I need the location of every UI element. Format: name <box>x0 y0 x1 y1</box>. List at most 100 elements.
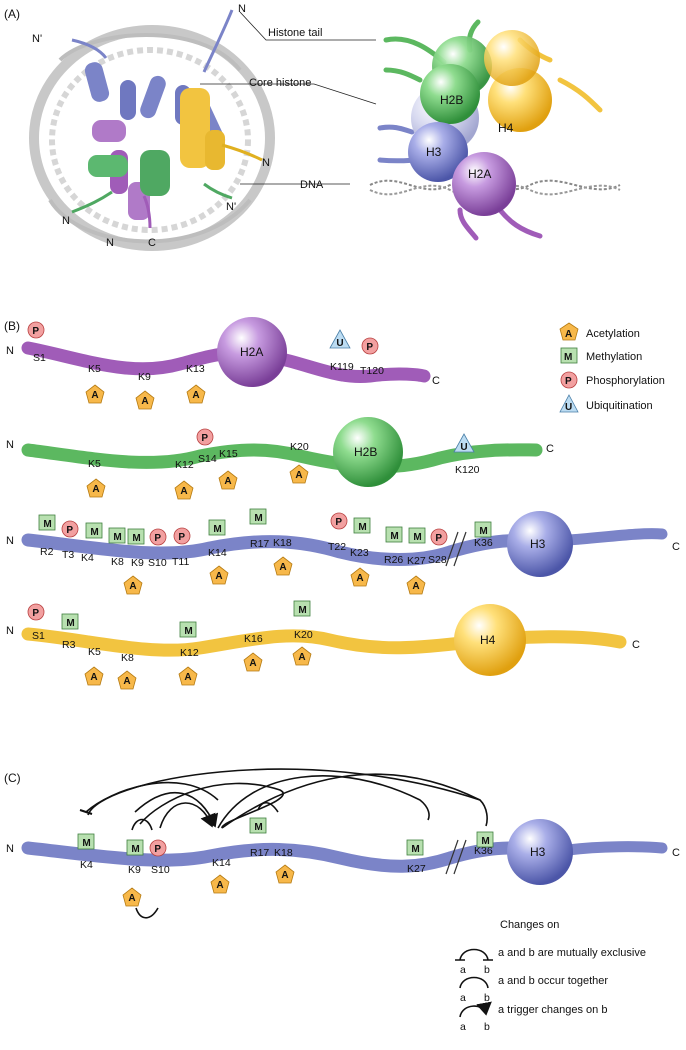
acetylation-icon: A <box>275 864 295 884</box>
legend-trigger-icon <box>459 1001 492 1018</box>
phosphorylation-icon: P <box>173 527 191 545</box>
cluster-label-h2b: H2B <box>440 93 463 107</box>
residue-label: T11 <box>172 556 189 568</box>
residue-label: K12 <box>180 647 199 659</box>
h3-core-ball <box>507 819 573 885</box>
methylation-icon: M <box>208 519 226 536</box>
methylation-icon: M <box>385 526 403 543</box>
methylation-icon: M <box>474 521 492 538</box>
modification-symbol: M <box>358 522 366 533</box>
modification-symbol: A <box>224 476 231 487</box>
methylation-icon: M <box>38 514 56 531</box>
cluster-label-h2a: H2A <box>468 167 491 181</box>
legend-label-acetylation: Acetylation <box>586 328 640 340</box>
residue-label: K20 <box>290 441 309 453</box>
terminus-label: N <box>262 157 270 169</box>
residue-label: K27 <box>407 555 426 567</box>
modification-symbol: A <box>90 672 97 683</box>
ubiquitination-icon: U <box>453 433 475 453</box>
modification-symbol: M <box>411 844 419 855</box>
residue-label: S10 <box>151 864 170 876</box>
legend-label-phosphorylation: Phosphorylation <box>586 375 665 387</box>
phosphorylation-icon: P <box>149 839 167 857</box>
h2a-name: H2A <box>240 345 263 359</box>
residue-label: R26 <box>384 554 403 566</box>
residue-label: K9 <box>138 371 151 383</box>
methylation-icon: M <box>61 613 79 630</box>
legend-item-label: a and b are mutually exclusive <box>498 947 646 959</box>
phosphorylation-icon: P <box>196 428 214 446</box>
acetylation-icon: A <box>122 887 142 907</box>
h4-n-terminus: N <box>6 625 14 637</box>
residue-label: K4 <box>80 859 93 871</box>
acetylation-icon: A <box>84 666 104 686</box>
callout-lines <box>200 11 377 185</box>
h2a-c-terminus: C <box>432 375 440 387</box>
terminus-label: N <box>106 237 114 249</box>
histone-h4-tail <box>21 604 627 676</box>
panel-b-label: (B) <box>4 319 20 333</box>
residue-label: R2 <box>40 546 54 558</box>
legend-label-ubiquitination: Ubiquitination <box>586 400 653 412</box>
legend-symbol: A <box>565 329 572 340</box>
acetylation-icon: A <box>218 470 238 490</box>
modification-symbol: M <box>113 532 121 543</box>
h3-name: H3 <box>530 537 546 551</box>
acetylation-icon <box>559 322 579 341</box>
h3-n-terminus: N <box>6 843 14 855</box>
methylation-icon: M <box>408 527 426 544</box>
legend-item-label: a trigger changes on b <box>498 1004 607 1016</box>
phosphorylation-icon <box>560 371 578 389</box>
residue-label: K9 <box>128 864 141 876</box>
modification-symbol: M <box>184 626 192 637</box>
modification-symbol: A <box>215 571 222 582</box>
modification-symbol: A <box>216 880 223 891</box>
h2b-core-ball <box>333 417 403 487</box>
residue-label: R17 <box>250 847 269 859</box>
modification-symbol: P <box>32 608 39 619</box>
modification-symbol: A <box>295 470 302 481</box>
modification-symbol: M <box>413 532 421 543</box>
nucleosome-structure-image <box>29 9 275 251</box>
phosphorylation-icon: P <box>27 603 45 621</box>
histone-tail-label: Histone tail <box>268 27 322 39</box>
modification-symbol: M <box>66 618 74 629</box>
acetylation-icon: A <box>117 670 137 690</box>
phosphorylation-icon: P <box>61 520 79 538</box>
h2b-c-terminus: C <box>546 443 554 455</box>
methylation-icon: M <box>179 621 197 638</box>
residue-label: K120 <box>455 464 480 476</box>
modification-symbol: A <box>298 652 305 663</box>
acetylation-icon: A <box>210 874 230 894</box>
acetylation-icon: A <box>135 390 155 410</box>
ubiquitination-icon: U <box>329 329 351 349</box>
phosphorylation-icon: P <box>149 528 167 546</box>
acetylation-icon: A <box>86 478 106 498</box>
residue-label: K8 <box>111 556 124 568</box>
terminus-label: N' <box>32 33 42 45</box>
modification-symbol: M <box>298 605 306 616</box>
modification-symbol: M <box>479 526 487 537</box>
modification-symbol: A <box>128 893 135 904</box>
residue-label: S1 <box>32 630 45 642</box>
residue-label: K119 <box>330 361 354 373</box>
h4-core-ball <box>454 604 526 676</box>
modification-symbol: M <box>213 524 221 535</box>
phosphorylation-icon: P <box>361 337 379 355</box>
residue-label: K18 <box>273 537 292 549</box>
residue-label: S10 <box>148 557 167 569</box>
modification-symbol: M <box>90 527 98 538</box>
modification-symbol: A <box>123 676 130 687</box>
residue-label: K18 <box>274 847 293 859</box>
h4-c-terminus: C <box>632 639 640 651</box>
h3-crosstalk-tail <box>21 819 668 885</box>
legend-b-label: b <box>484 992 490 1004</box>
methylation-icon: M <box>476 831 494 848</box>
methylation-icon: M <box>293 600 311 617</box>
residue-label: S1 <box>33 352 46 364</box>
h3-name: H3 <box>530 845 546 859</box>
modification-symbol: U <box>460 442 467 453</box>
cluster-label-h4: H4 <box>498 121 514 135</box>
modification-symbol: A <box>129 581 136 592</box>
